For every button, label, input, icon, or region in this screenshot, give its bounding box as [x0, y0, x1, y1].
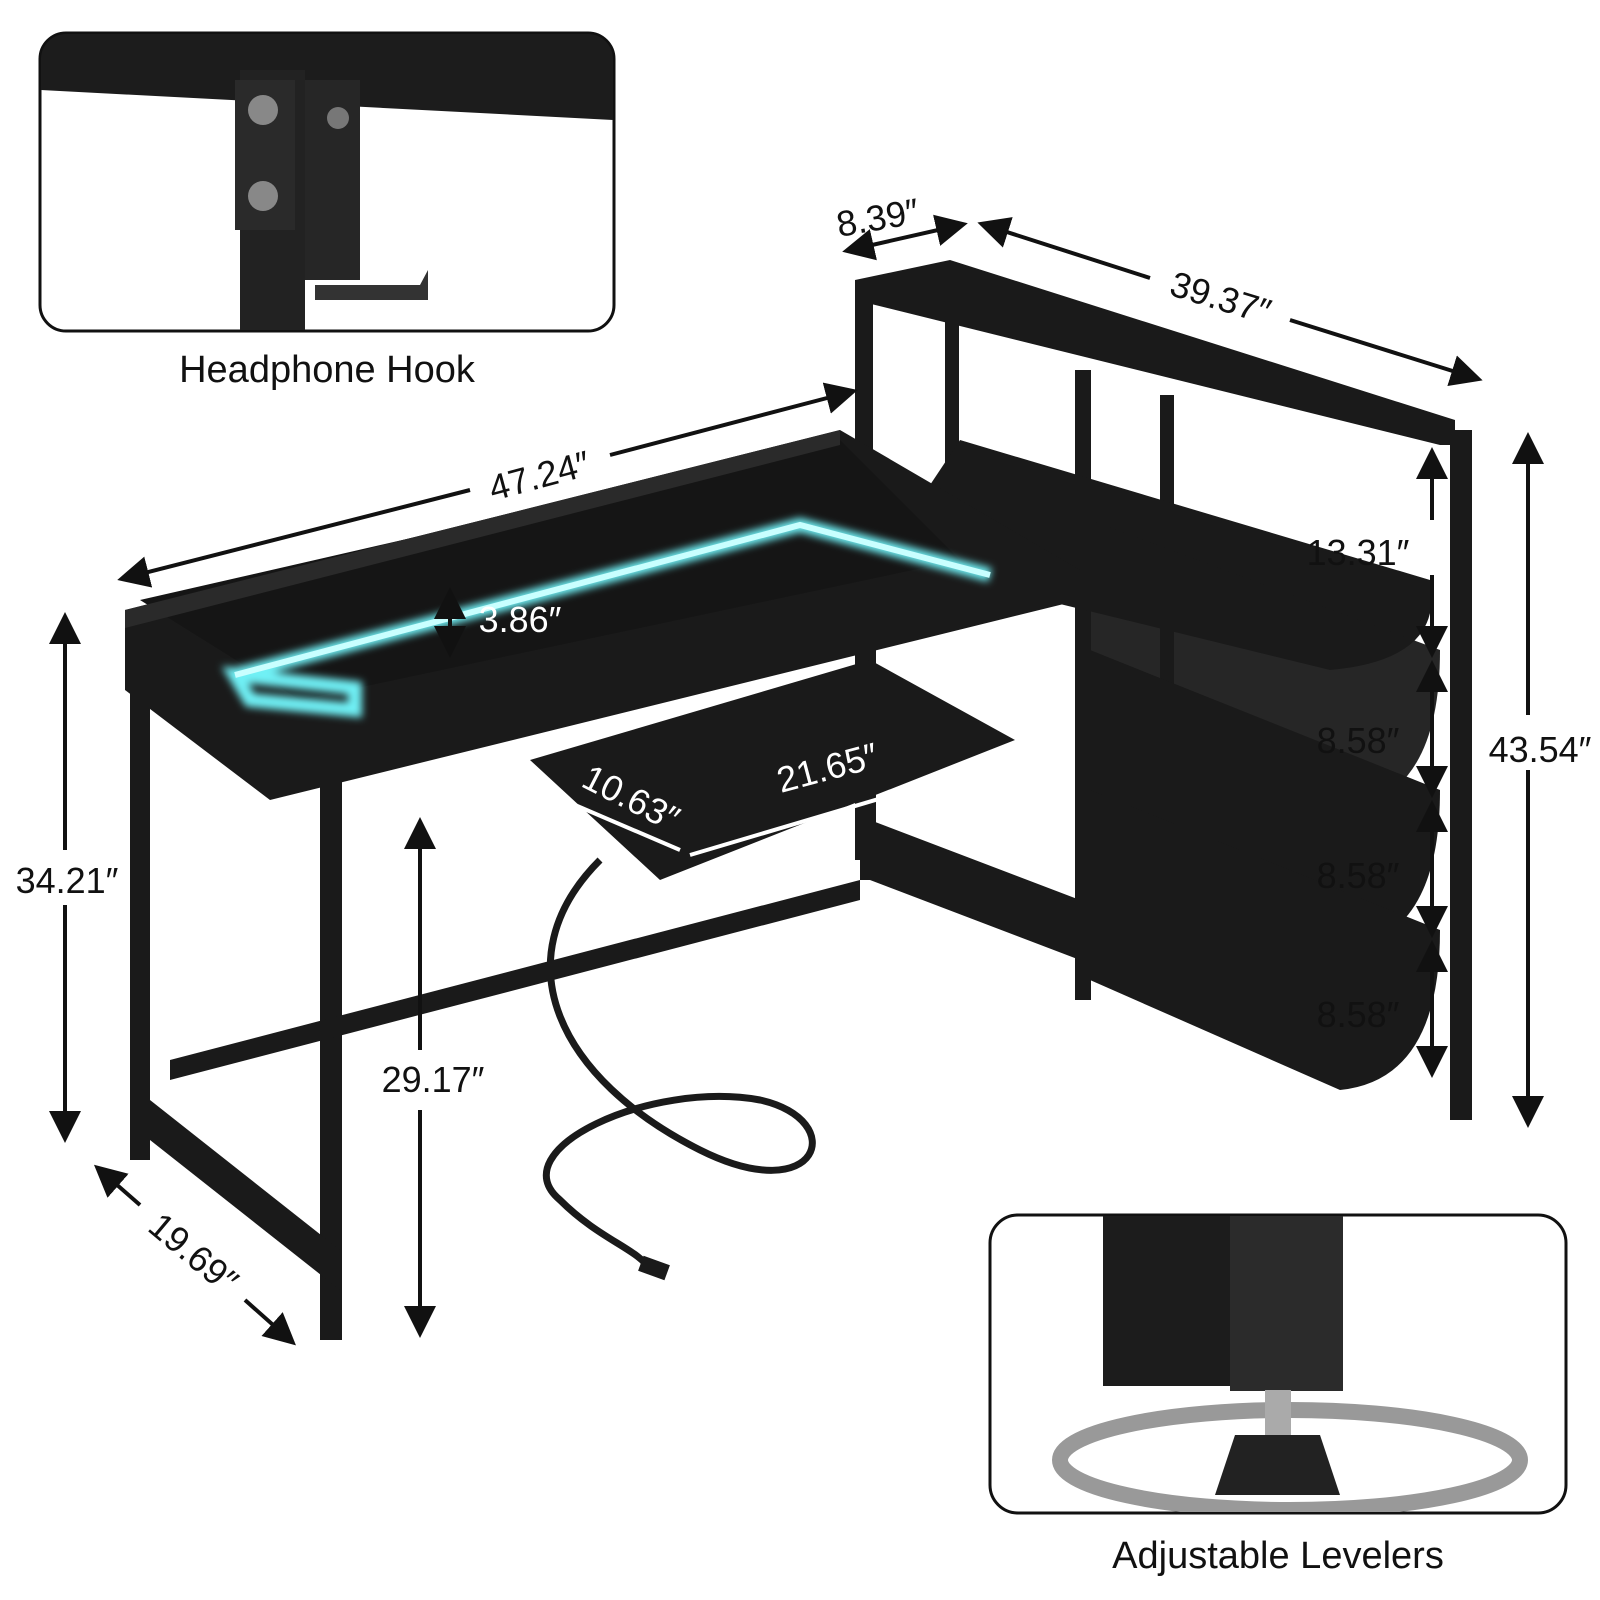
led-strip-core [234, 521, 991, 678]
dim-top-shelf-gap: 13.31″ [1307, 532, 1410, 573]
dim-desk-height: 34.21″ [16, 860, 119, 901]
adjustable-levelers-caption: Adjustable Levelers [1112, 1535, 1444, 1577]
tray-dimension-lines [539, 758, 1011, 857]
dim-under-desk-clearance: 29.17″ [382, 1059, 485, 1100]
screw-icon [248, 181, 278, 211]
dim-shelf-gap-3: 8.58″ [1317, 855, 1400, 896]
dim-shelf-length: 39.37″ [1166, 263, 1277, 332]
dim-shelf-gap-2: 8.58″ [1317, 720, 1400, 761]
dim-shelf-height: 43.54″ [1489, 729, 1592, 770]
screw-icon [248, 95, 278, 125]
headphone-hook-inset [38, 31, 616, 333]
dim-shelf-gap-4: 8.58″ [1317, 994, 1400, 1035]
dim-desk-depth: 19.69″ [141, 1204, 246, 1302]
dim-monitor-stand-height: 3.86″ [479, 599, 562, 640]
dimension-lines [49, 214, 1544, 1346]
adjustable-levelers-inset [988, 1213, 1568, 1515]
shelf-unit [855, 260, 1472, 1120]
desk [125, 430, 1080, 1340]
headphone-hook-caption: Headphone Hook [179, 349, 476, 391]
